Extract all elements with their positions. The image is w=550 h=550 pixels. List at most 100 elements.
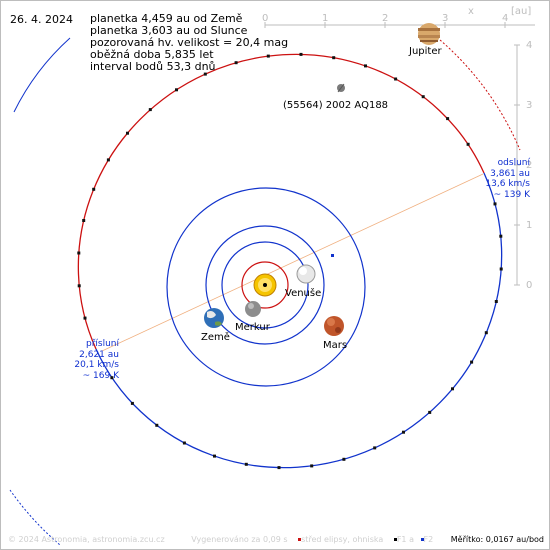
sun-icon	[253, 273, 277, 297]
legend-center-label: střed elipsy, ohniska	[301, 535, 384, 544]
jupiter-icon	[418, 23, 440, 45]
earth-icon	[204, 308, 224, 328]
right-tick-0: 0	[526, 280, 532, 291]
aphelion-title: odsluní	[497, 158, 530, 168]
orbit-point-marker	[182, 441, 186, 445]
asteroid-info: planetka 4,459 au od Země planetka 3,603…	[90, 13, 288, 73]
date-label: 26. 4. 2024	[10, 13, 73, 26]
jupiter-orbit-arc-upper-right	[439, 39, 521, 151]
orbit-point-marker	[299, 52, 303, 56]
orbit-point-marker	[203, 72, 207, 76]
venus-orbit	[221, 241, 309, 329]
right-tick-4: 4	[526, 40, 532, 51]
orbit-point-marker	[155, 423, 159, 427]
perihelion-title: přísluní	[85, 339, 119, 349]
mercury-label: Merkur	[235, 322, 271, 333]
perihelion-distance: 2,621 au	[79, 349, 119, 360]
mercury-icon	[245, 301, 261, 317]
orbit-point-marker	[493, 202, 497, 206]
mars-icon	[324, 316, 344, 336]
top-axis	[264, 22, 535, 28]
orbit-point-marker	[421, 95, 425, 99]
orbit-point-marker	[342, 457, 346, 461]
legend-f1-label: F1 a	[396, 535, 414, 544]
orbit-point-marker	[244, 462, 248, 466]
orbit-point-marker	[234, 61, 238, 65]
legend-f1-dot	[393, 538, 397, 541]
top-tick-2: 2	[382, 13, 388, 24]
top-tick-3: 3	[442, 13, 448, 24]
copyright-link[interactable]: © 2024 Astronomia, astronomia.zcu.cz	[8, 535, 165, 544]
aphelion-speed: 13,6 km/s	[485, 179, 530, 189]
orbit-point-marker	[77, 251, 81, 255]
aphelion-temperature: ~ 139 K	[493, 189, 530, 200]
aphelion-distance: 3,861 au	[490, 168, 530, 179]
top-tick-4: 4	[502, 13, 508, 24]
perihelion-info: přísluní 2,621 au 20,1 km/s ~ 169 K	[74, 339, 119, 381]
info-magnitude: pozorovaná hv. velikost = 20,4 mag	[90, 36, 289, 49]
orbit-point-marker	[277, 466, 281, 470]
legend-f1: F1 a	[393, 535, 414, 544]
apsis-line	[101, 173, 484, 352]
jupiter-orbit-arc-upper-left	[13, 37, 71, 113]
orbit-point-marker	[213, 454, 216, 458]
orbit-point-marker	[428, 410, 432, 414]
orbit-point-marker	[110, 376, 114, 380]
info-distance-earth: planetka 4,459 au od Země	[90, 12, 243, 25]
generated-time: Vygenerováno za 0,09 s	[191, 535, 288, 544]
venus-icon	[296, 264, 316, 284]
top-tick-0: 0	[262, 13, 268, 24]
asteroid-icon	[337, 83, 345, 93]
legend-f2-label: F2	[423, 535, 434, 544]
scale-label: Měřítko: 0,0167 au/bod	[450, 535, 544, 544]
perihelion-speed: 20,1 km/s	[74, 360, 119, 370]
orbit-point-marker	[470, 360, 474, 364]
orbit-point-marker	[266, 54, 270, 58]
orbit-point-marker	[373, 446, 377, 450]
orbit-point-marker	[310, 464, 314, 468]
aphelion-info: odsluní 3,861 au 13,6 km/s ~ 139 K	[485, 158, 530, 200]
right-tick-2: 2	[526, 160, 532, 171]
orbit-point-marker	[394, 77, 398, 81]
orbit-point-markers	[77, 52, 503, 470]
right-tick-3: 3	[526, 100, 532, 111]
footer: © 2024 Astronomia, astronomia.zcu.cz Vyg…	[8, 535, 433, 544]
mercury-orbit	[241, 261, 289, 309]
orbit-point-marker	[77, 284, 81, 288]
venus-direction-dot	[331, 254, 334, 257]
info-period: oběžná doba 5,835 let	[90, 48, 214, 61]
venus-label: Venuše	[285, 287, 321, 299]
x-axis-label: x	[468, 6, 474, 17]
right-tick-1: 1	[526, 220, 532, 231]
legend-center-dot	[298, 538, 302, 541]
unit-label: [au]	[511, 6, 531, 17]
orbit-point-marker	[451, 387, 454, 391]
asteroid-label: (55564) 2002 AQ188	[283, 100, 388, 111]
orbit-point-marker	[130, 401, 134, 405]
orbit-point-marker	[364, 64, 367, 68]
right-axis	[514, 44, 520, 286]
perihelion-temperature: ~ 169 K	[82, 370, 119, 381]
info-point-interval: interval bodů 53,3 dnů	[90, 60, 216, 73]
orbit-point-marker	[106, 158, 110, 162]
orbit-point-marker	[92, 187, 96, 191]
orbit-point-marker	[466, 142, 470, 146]
orbit-point-marker	[332, 56, 336, 60]
orbit-point-marker	[402, 430, 405, 434]
orbit-point-marker	[175, 88, 178, 92]
orbit-point-marker	[484, 331, 488, 335]
orbit-point-marker	[499, 234, 503, 238]
legend-center: střed elipsy, ohniska	[298, 535, 383, 544]
orbit-point-marker	[126, 131, 129, 135]
legend-f2: F2	[420, 535, 434, 544]
jupiter-orbit-arc-lower-left	[9, 489, 61, 546]
orbit-point-marker	[494, 300, 498, 303]
mars-orbit	[166, 187, 366, 387]
top-tick-1: 1	[322, 13, 328, 24]
jupiter-label: Jupiter	[408, 46, 442, 57]
orbit-point-marker	[446, 117, 450, 121]
mars-label: Mars	[323, 340, 347, 351]
orbit-point-marker	[148, 108, 152, 112]
